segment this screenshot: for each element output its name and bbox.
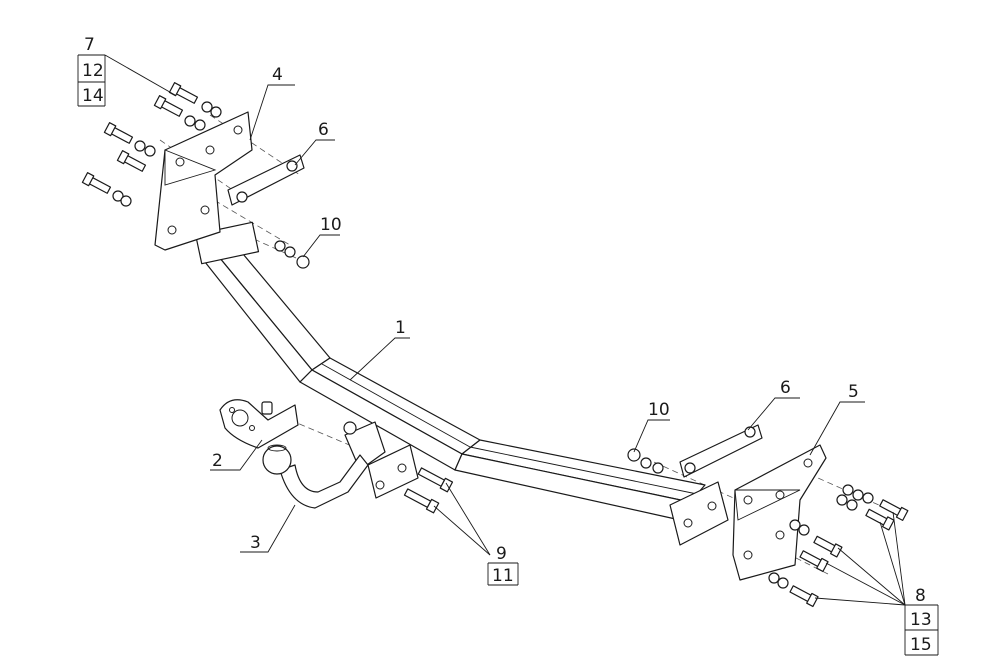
callout-15: 15: [910, 635, 932, 655]
callout-2: 2: [212, 451, 223, 471]
callout-4: 4: [272, 65, 283, 85]
callout-boxes: [77, 55, 939, 656]
callout-3: 3: [250, 533, 261, 553]
callout-9: 9: [496, 544, 507, 564]
right-bolt-set: [768, 484, 909, 608]
callout-labels: 1 2 3 4 5 6 6 10 10 7 12 14 9 11 8 13 15: [82, 35, 932, 655]
socket-plate-part-2: [219, 399, 299, 449]
callout-10-right: 10: [648, 400, 670, 420]
callout-7: 7: [84, 35, 95, 55]
callout-6-left: 6: [318, 120, 329, 140]
crossbar-part-1: [194, 221, 729, 546]
callout-10-left: 10: [320, 215, 342, 235]
callout-1: 1: [395, 318, 406, 338]
callout-14: 14: [82, 86, 104, 106]
center-nut: [343, 421, 357, 435]
callout-6-right: 6: [780, 378, 791, 398]
right-nut-washer-set: [627, 448, 664, 474]
upper-left-bolt-set: [81, 82, 222, 207]
left-nut-washer-set: [274, 240, 310, 269]
right-nut-plate-part-6: [679, 424, 763, 478]
callout-5: 5: [848, 382, 859, 402]
tow-ball-part-3: [262, 444, 369, 509]
callout-11: 11: [492, 566, 514, 586]
right-side-bracket-part-5: [732, 444, 827, 581]
center-bolt-set: [403, 467, 454, 514]
callout-12: 12: [82, 61, 104, 81]
left-nut-plate-part-6: [227, 154, 305, 206]
callout-8: 8: [915, 586, 926, 606]
leader-lines: [78, 54, 906, 606]
left-side-bracket-part-4: [154, 111, 253, 251]
callout-13: 13: [910, 610, 932, 630]
